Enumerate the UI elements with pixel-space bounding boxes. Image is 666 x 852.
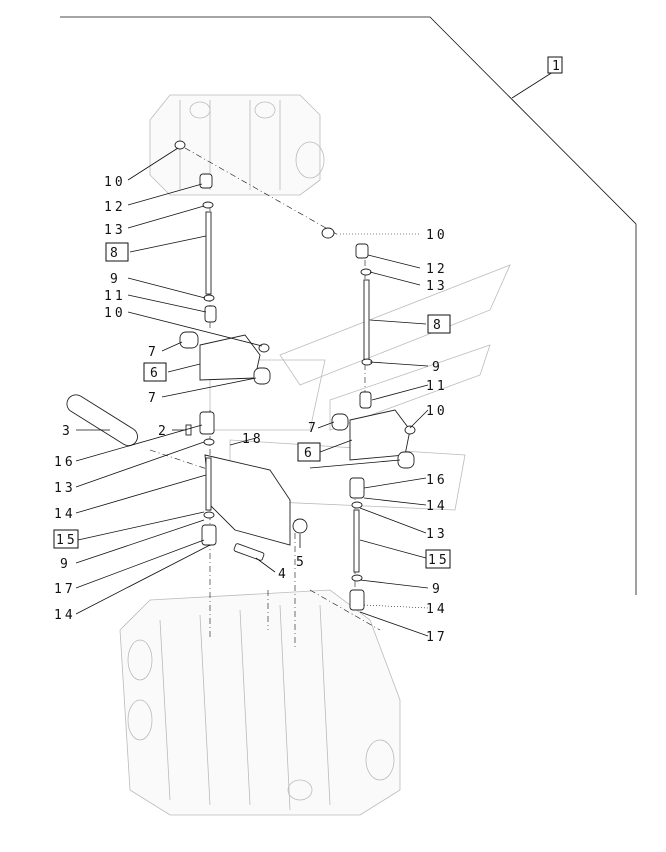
callout-16-right: 16	[426, 473, 448, 488]
rod-14-left	[205, 457, 212, 511]
fitting-16-left	[199, 411, 215, 435]
callout-9-left: 9	[60, 557, 71, 572]
bracket-6-right	[349, 409, 411, 461]
callout-6-right: 6	[304, 446, 315, 461]
pin-2	[185, 424, 192, 436]
callout-14-right-2: 14	[426, 602, 448, 617]
plug-10-left	[174, 140, 186, 150]
bolt-4	[233, 543, 265, 561]
callout-box-15-right	[425, 549, 451, 569]
callout-10-2: 10	[104, 306, 126, 321]
fitting-17-right	[349, 589, 365, 611]
rod-8-left	[205, 211, 212, 295]
bushing-7-c	[331, 413, 349, 431]
callout-10-right: 10	[426, 228, 448, 243]
rod-8-right	[363, 279, 370, 361]
callout-box-6-right	[297, 442, 321, 462]
callout-3: 3	[62, 424, 73, 439]
callout-11-right: 11	[426, 379, 448, 394]
rod-14-right	[353, 509, 360, 573]
parts	[66, 140, 416, 611]
callout-16-left: 16	[54, 455, 76, 470]
callout-12: 12	[104, 200, 126, 215]
plate-18	[204, 454, 291, 546]
callout-7-b: 7	[148, 391, 159, 406]
callout-13-right: 13	[426, 279, 448, 294]
callout-13: 13	[104, 223, 126, 238]
callout-13-right-2: 13	[426, 527, 448, 542]
assembly-centerlines	[149, 147, 381, 650]
callout-18: 18	[242, 432, 264, 447]
plug-10-left-2	[258, 343, 270, 353]
callout-7-a: 7	[148, 345, 159, 360]
washer-13-left-2	[203, 438, 215, 446]
washer-13-right-2	[351, 501, 363, 509]
callout-10: 10	[104, 175, 126, 190]
callout-14-left-2: 14	[54, 608, 76, 623]
pin-3	[66, 394, 138, 447]
callout-9-right: 9	[432, 360, 443, 375]
fitting-17-left	[201, 524, 217, 546]
callout-9: 9	[110, 272, 121, 287]
washer-9-left-2	[203, 511, 215, 519]
fitting-16-right	[349, 477, 365, 499]
washer-13-left	[202, 201, 214, 209]
callout-4: 4	[278, 567, 289, 582]
elbow-fitting-12-left	[199, 173, 213, 189]
callout-box-6-left	[143, 362, 167, 382]
diagram-frame	[60, 16, 637, 595]
callout-box-8-right	[427, 314, 451, 334]
callout-box-8-left	[105, 242, 129, 262]
callout-box-15-left	[53, 529, 79, 549]
plug-10-right	[321, 227, 335, 239]
callout-14-left: 14	[54, 507, 76, 522]
bushing-7-b	[253, 367, 271, 385]
callout-15-left: 15	[56, 533, 78, 548]
callout-labels: 1 10 12 13 8 9 11 10 7 6 7 3 2 18 16 13 …	[53, 56, 563, 645]
callout-6-left: 6	[150, 366, 161, 381]
washer-13-right	[360, 268, 372, 276]
lower-valve-block-outline	[119, 589, 401, 816]
elbow-fitting-12-right	[355, 243, 369, 259]
callout-1: 1	[552, 59, 563, 74]
callout-9-right-2: 9	[432, 582, 443, 597]
elbow-11-right	[359, 391, 372, 409]
bushing-7-d	[397, 451, 415, 469]
callout-14-right: 14	[426, 499, 448, 514]
callout-5: 5	[296, 555, 307, 570]
washer-9-right-2	[351, 574, 363, 582]
elbow-11-left	[204, 305, 217, 323]
callout-13-left: 13	[54, 481, 76, 496]
callout-11: 11	[104, 289, 126, 304]
nut-5	[292, 518, 308, 534]
callout-8-left: 8	[110, 246, 121, 261]
callout-8-right: 8	[433, 318, 444, 333]
callout-7-c: 7	[308, 421, 319, 436]
callout-17-right: 17	[426, 630, 448, 645]
bracket-6-left	[199, 334, 261, 381]
callout-10-right-2: 10	[426, 404, 448, 419]
washer-9-left	[203, 294, 215, 302]
callout-15-right: 15	[428, 553, 450, 568]
callout-box-1	[547, 56, 563, 74]
plug-10-right-2	[404, 425, 416, 435]
callout-2: 2	[158, 424, 169, 439]
leader-lines	[75, 71, 554, 637]
callout-12-right: 12	[426, 262, 448, 277]
bushing-7-a	[179, 331, 199, 349]
callout-17-left: 17	[54, 582, 76, 597]
